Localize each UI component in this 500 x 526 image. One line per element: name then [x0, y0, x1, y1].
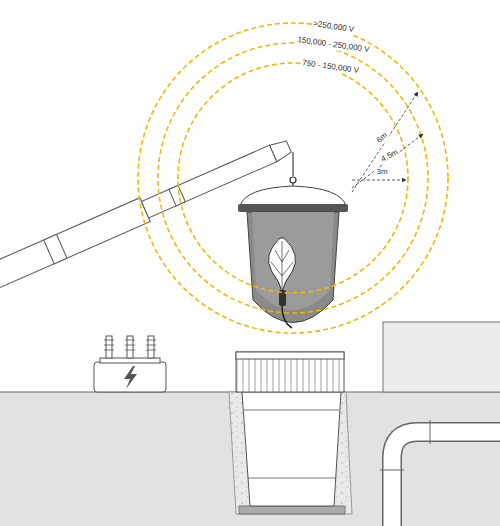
voltage-label: >250,000 V [312, 19, 356, 34]
pit-container [229, 352, 352, 514]
voltage-label: 750 - 150,000 V [300, 59, 360, 76]
voltage-zone [138, 23, 448, 333]
wall [383, 322, 500, 392]
distance-label: 3m [375, 168, 388, 177]
distance-label: 6m [375, 130, 391, 145]
distance-arrow [352, 92, 423, 192]
voltage-label: 150,000 - 250,000 V [295, 35, 370, 54]
transformer [94, 336, 166, 392]
distance-label: 4.5m [379, 147, 401, 164]
pipe [380, 420, 500, 526]
ground [0, 392, 500, 526]
